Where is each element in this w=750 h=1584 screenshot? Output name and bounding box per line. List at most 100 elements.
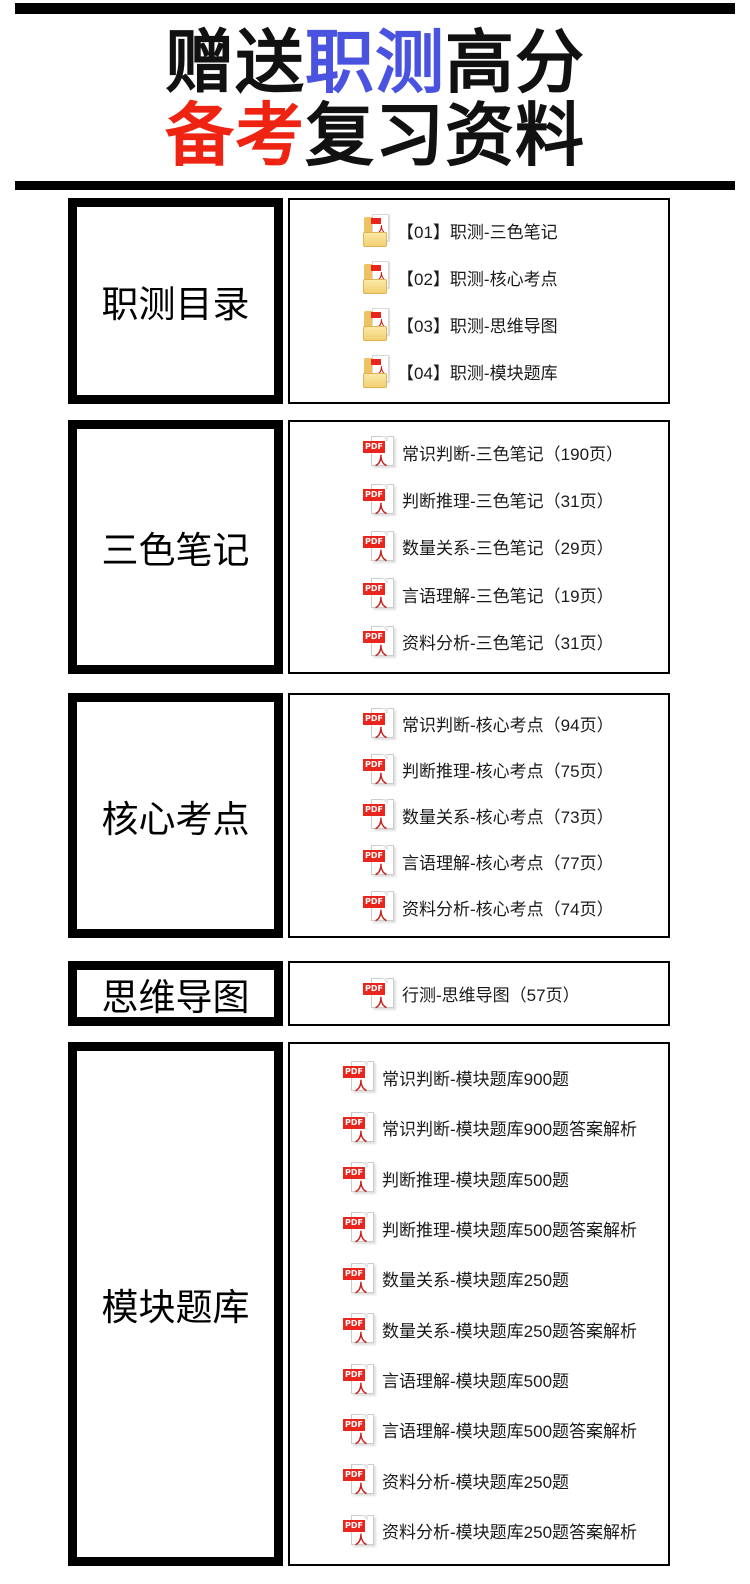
list-item: 人 【03】职测-思维导图 (290, 308, 668, 341)
item-label: 言语理解-核心考点（77页） (402, 853, 614, 873)
item-label: 资料分析-模块题库250题 (382, 1472, 570, 1492)
sections-container: 职测目录 人 【01】职测-三色笔记 人 【02】职测-核心考点 人 【03】职… (0, 198, 750, 1566)
title-segment-red: 备考 (165, 97, 305, 174)
page-title: 赠送职测高分 备考复习资料 (0, 26, 750, 172)
section-catalog: 职测目录 人 【01】职测-三色笔记 人 【02】职测-核心考点 人 【03】职… (68, 198, 750, 404)
item-label: 判断推理-三色笔记（31页） (402, 492, 614, 512)
item-label: 【01】职测-三色笔记 (397, 223, 558, 242)
section-label: 职测目录 (68, 198, 283, 404)
item-label: 行测-思维导图（57页） (402, 986, 580, 1005)
item-label: 【04】职测-模块题库 (397, 364, 558, 383)
title-line-2: 备考复习资料 (0, 99, 750, 172)
item-label: 常识判断-模块题库900题答案解析 (382, 1120, 638, 1140)
item-label: 数量关系-核心考点（73页） (402, 807, 614, 827)
section-label: 三色笔记 (68, 420, 283, 674)
title-segment-blue: 职测 (305, 24, 445, 101)
item-label: 判断推理-模块题库500题答案解析 (382, 1220, 638, 1240)
item-label: 数量关系-三色笔记（29页） (402, 539, 614, 559)
top-divider-bar (15, 3, 735, 14)
item-label: 数量关系-模块题库250题答案解析 (382, 1321, 638, 1341)
title-segment: 复习资料 (305, 97, 585, 174)
section-label: 核心考点 (68, 693, 283, 938)
folder-pdf-icon: 人 (363, 261, 390, 294)
section-label: 模块题库 (68, 1042, 283, 1566)
list-item: 人 【04】职测-模块题库 (290, 355, 668, 388)
item-label: 判断推理-核心考点（75页） (402, 762, 614, 782)
item-label: 言语理解-模块题库500题答案解析 (382, 1422, 638, 1442)
list-item: 人 【01】职测-三色笔记 (290, 214, 668, 247)
item-label: 资料分析-核心考点（74页） (402, 899, 614, 919)
item-label: 言语理解-模块题库500题 (382, 1372, 570, 1392)
item-label: 【03】职测-思维导图 (397, 317, 558, 336)
title-line-1: 赠送职测高分 (0, 26, 750, 99)
title-segment: 高分 (445, 24, 585, 101)
item-label: 【02】职测-核心考点 (397, 270, 558, 289)
section-items-panel: 人 【01】职测-三色笔记 人 【02】职测-核心考点 人 【03】职测-思维导… (288, 198, 670, 404)
folder-pdf-icon: 人 (363, 214, 390, 247)
item-label: 判断推理-模块题库500题 (382, 1170, 570, 1190)
item-label: 常识判断-模块题库900题 (382, 1069, 570, 1089)
section-label: 思维导图 (68, 961, 283, 1026)
title-segment: 赠送 (165, 24, 305, 101)
header-divider (15, 181, 735, 190)
folder-pdf-icon: 人 (363, 355, 390, 388)
item-label: 言语理解-三色笔记（19页） (402, 586, 614, 606)
folder-pdf-icon: 人 (363, 308, 390, 341)
item-label: 常识判断-三色笔记（190页） (402, 444, 624, 464)
item-label: 资料分析-三色笔记（31页） (402, 634, 614, 654)
item-label: 常识判断-核心考点（94页） (402, 716, 614, 736)
item-label: 资料分析-模块题库250题答案解析 (382, 1523, 638, 1543)
item-label: 数量关系-模块题库250题 (382, 1271, 570, 1291)
list-item: 人 【02】职测-核心考点 (290, 261, 668, 294)
